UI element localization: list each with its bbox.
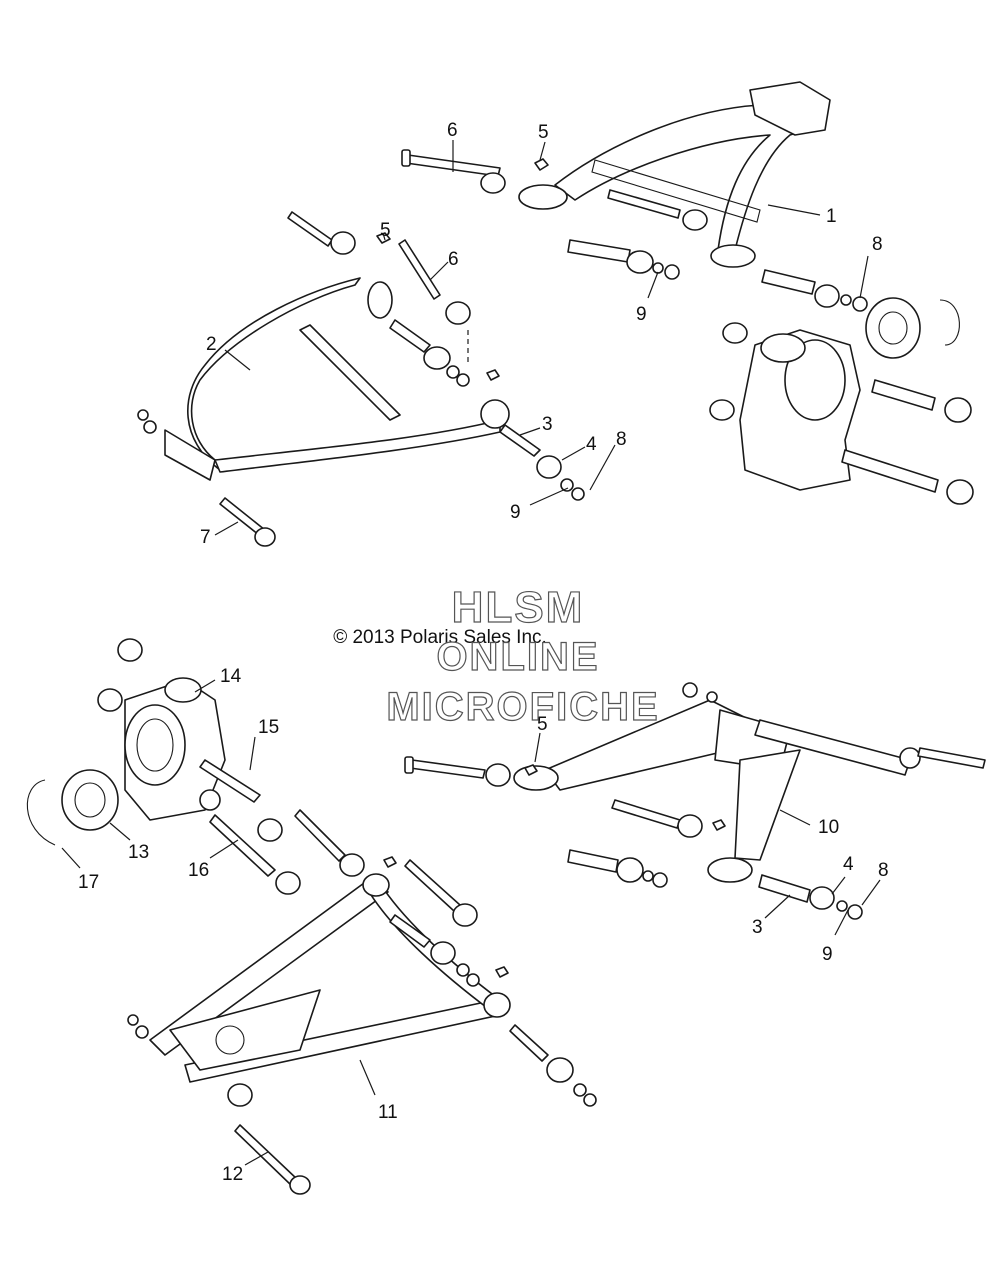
callout-4-top: 4 — [586, 434, 597, 455]
watermark-online: ONLINE — [436, 635, 599, 679]
callout-1: 1 — [826, 206, 837, 227]
callout-5-bottom: 5 — [537, 714, 548, 735]
callout-3-top: 3 — [542, 414, 553, 435]
callout-8-bottom: 8 — [878, 860, 889, 881]
callout-12: 12 — [222, 1164, 243, 1185]
callout-16: 16 — [188, 860, 209, 881]
copyright-notice: © 2013 Polaris Sales Inc. — [333, 627, 547, 648]
hardware-upper-left — [137, 211, 585, 547]
hardware-upper-right — [401, 149, 868, 312]
callout-17: 17 — [78, 872, 99, 893]
a-arm-right-bottom — [513, 699, 921, 883]
callout-9-bottom: 9 — [822, 944, 833, 965]
a-arm-left-top — [164, 277, 510, 481]
callout-labels: 1 5 6 8 9 2 5 6 3 4 8 9 7 5 10 3 4 8 9 1… — [78, 120, 889, 1185]
callout-2: 2 — [206, 334, 217, 355]
callout-9-mid: 9 — [510, 502, 521, 523]
callout-6-left: 6 — [448, 249, 459, 270]
callout-5-top: 5 — [538, 122, 549, 143]
callout-5-left: 5 — [380, 220, 391, 241]
callout-11: 11 — [378, 1102, 398, 1123]
leader-lines — [61, 140, 881, 1166]
callout-14: 14 — [220, 666, 242, 687]
hardware-lower-left — [127, 809, 597, 1195]
hardware-lower-right — [404, 682, 986, 920]
steering-knuckle-left — [26, 638, 301, 895]
callout-6-top: 6 — [447, 120, 458, 141]
watermark-microfiche: MICROFICHE — [386, 685, 659, 729]
callout-8-mid: 8 — [616, 429, 627, 450]
watermark-hlsm: HLSM — [452, 583, 585, 632]
steering-knuckle-right — [709, 297, 974, 505]
upper-a-arm-right — [518, 81, 831, 268]
callout-13: 13 — [128, 842, 149, 863]
a-arm-left-bottom — [149, 873, 511, 1107]
callout-15: 15 — [258, 717, 279, 738]
callout-4-bottom: 4 — [843, 854, 854, 875]
callout-8-top: 8 — [872, 234, 883, 255]
callout-3-bottom: 3 — [752, 917, 763, 938]
callout-10: 10 — [818, 817, 839, 838]
callout-9-top: 9 — [636, 304, 647, 325]
callout-7: 7 — [200, 527, 211, 548]
watermark: HLSM © 2013 Polaris Sales Inc. ONLINE MI… — [333, 582, 659, 729]
